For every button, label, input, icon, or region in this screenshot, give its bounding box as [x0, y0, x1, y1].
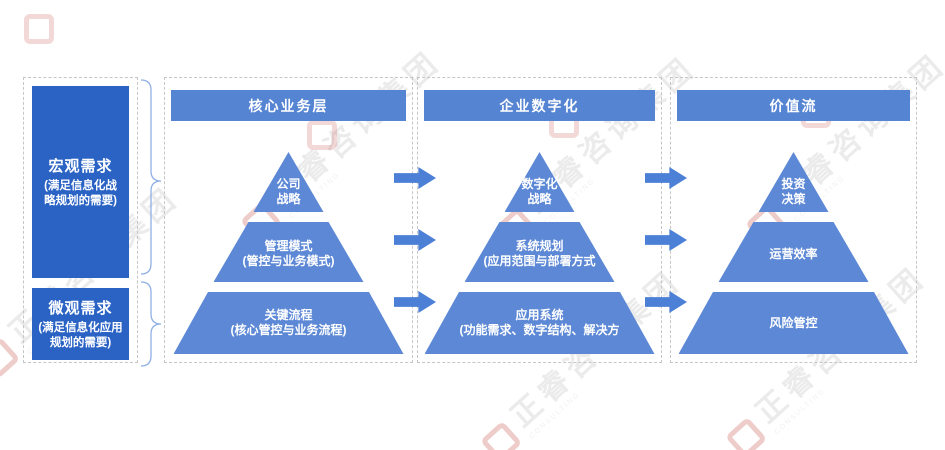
micro-brace: [140, 281, 162, 367]
column-value-stream-header: 价值流: [677, 90, 910, 121]
column-core-business-header: 核心业务层: [171, 90, 406, 121]
macro-demand-subtitle-line1: (满足信息化战: [44, 180, 117, 192]
watermark-logo-icon: [724, 416, 768, 450]
core-business-pyramid: 公司 战略 管理模式 (管控与业务模式) 关键流程 (核心管控与业务流程): [173, 152, 404, 354]
pyramid-tier-middle: 运营效率: [718, 222, 869, 282]
value-stream-pyramid: 投资 决策 运营效率 风险管控: [678, 152, 909, 354]
column-core-business: 核心业务层 公司 战略 管理模式 (管控与业务模式) 关键流程 (核心管控与业务…: [164, 77, 413, 363]
watermark-logo-icon: [24, 14, 54, 44]
column-enterprise-digital: 企业数字化 数字化 战略 系统规划 (应用范围与部署方式 应用系统 (功能需求、…: [417, 77, 662, 363]
column-value-stream: 价值流 投资 决策 运营效率 风险管控: [670, 77, 917, 363]
pyramid-tier-top: 数字化 战略: [504, 152, 575, 212]
macro-demand-box: 宏观需求 (满足信息化战 略规划的需要): [32, 86, 129, 278]
micro-demand-title: 微观需求: [48, 300, 113, 317]
enterprise-digital-pyramid: 数字化 战略 系统规划 (应用范围与部署方式 应用系统 (功能需求、数字结构、解…: [424, 152, 655, 354]
pyramid-tier-top: 投资 决策: [758, 152, 829, 212]
watermark-logo-icon: [479, 420, 523, 450]
pyramid-tier-bottom: 应用系统 (功能需求、数字结构、解决方: [424, 292, 655, 354]
micro-demand-subtitle-line1: (满足信息化应用: [38, 322, 123, 334]
pyramid-tier-bottom: 风险管控: [678, 292, 909, 354]
watermark-logo-icon: [0, 336, 21, 380]
pyramid-tier-middle: 管理模式 (管控与业务模式): [213, 222, 364, 282]
pyramid-tier-top: 公司 战略: [253, 152, 324, 212]
pyramid-tier-bottom: 关键流程 (核心管控与业务流程): [173, 292, 404, 354]
pyramid-tier-middle: 系统规划 (应用范围与部署方式: [464, 222, 615, 282]
micro-demand-box: 微观需求 (满足信息化应用 规划的需要): [32, 288, 129, 360]
micro-demand-subtitle-line2: 规划的需要): [49, 337, 112, 349]
macro-demand-title: 宏观需求: [48, 158, 113, 175]
macro-demand-subtitle-line2: 略规划的需要): [44, 195, 117, 207]
macro-brace: [140, 79, 162, 275]
demand-panel: 宏观需求 (满足信息化战 略规划的需要) 微观需求 (满足信息化应用 规划的需要…: [23, 77, 138, 363]
column-enterprise-digital-header: 企业数字化: [424, 90, 655, 121]
